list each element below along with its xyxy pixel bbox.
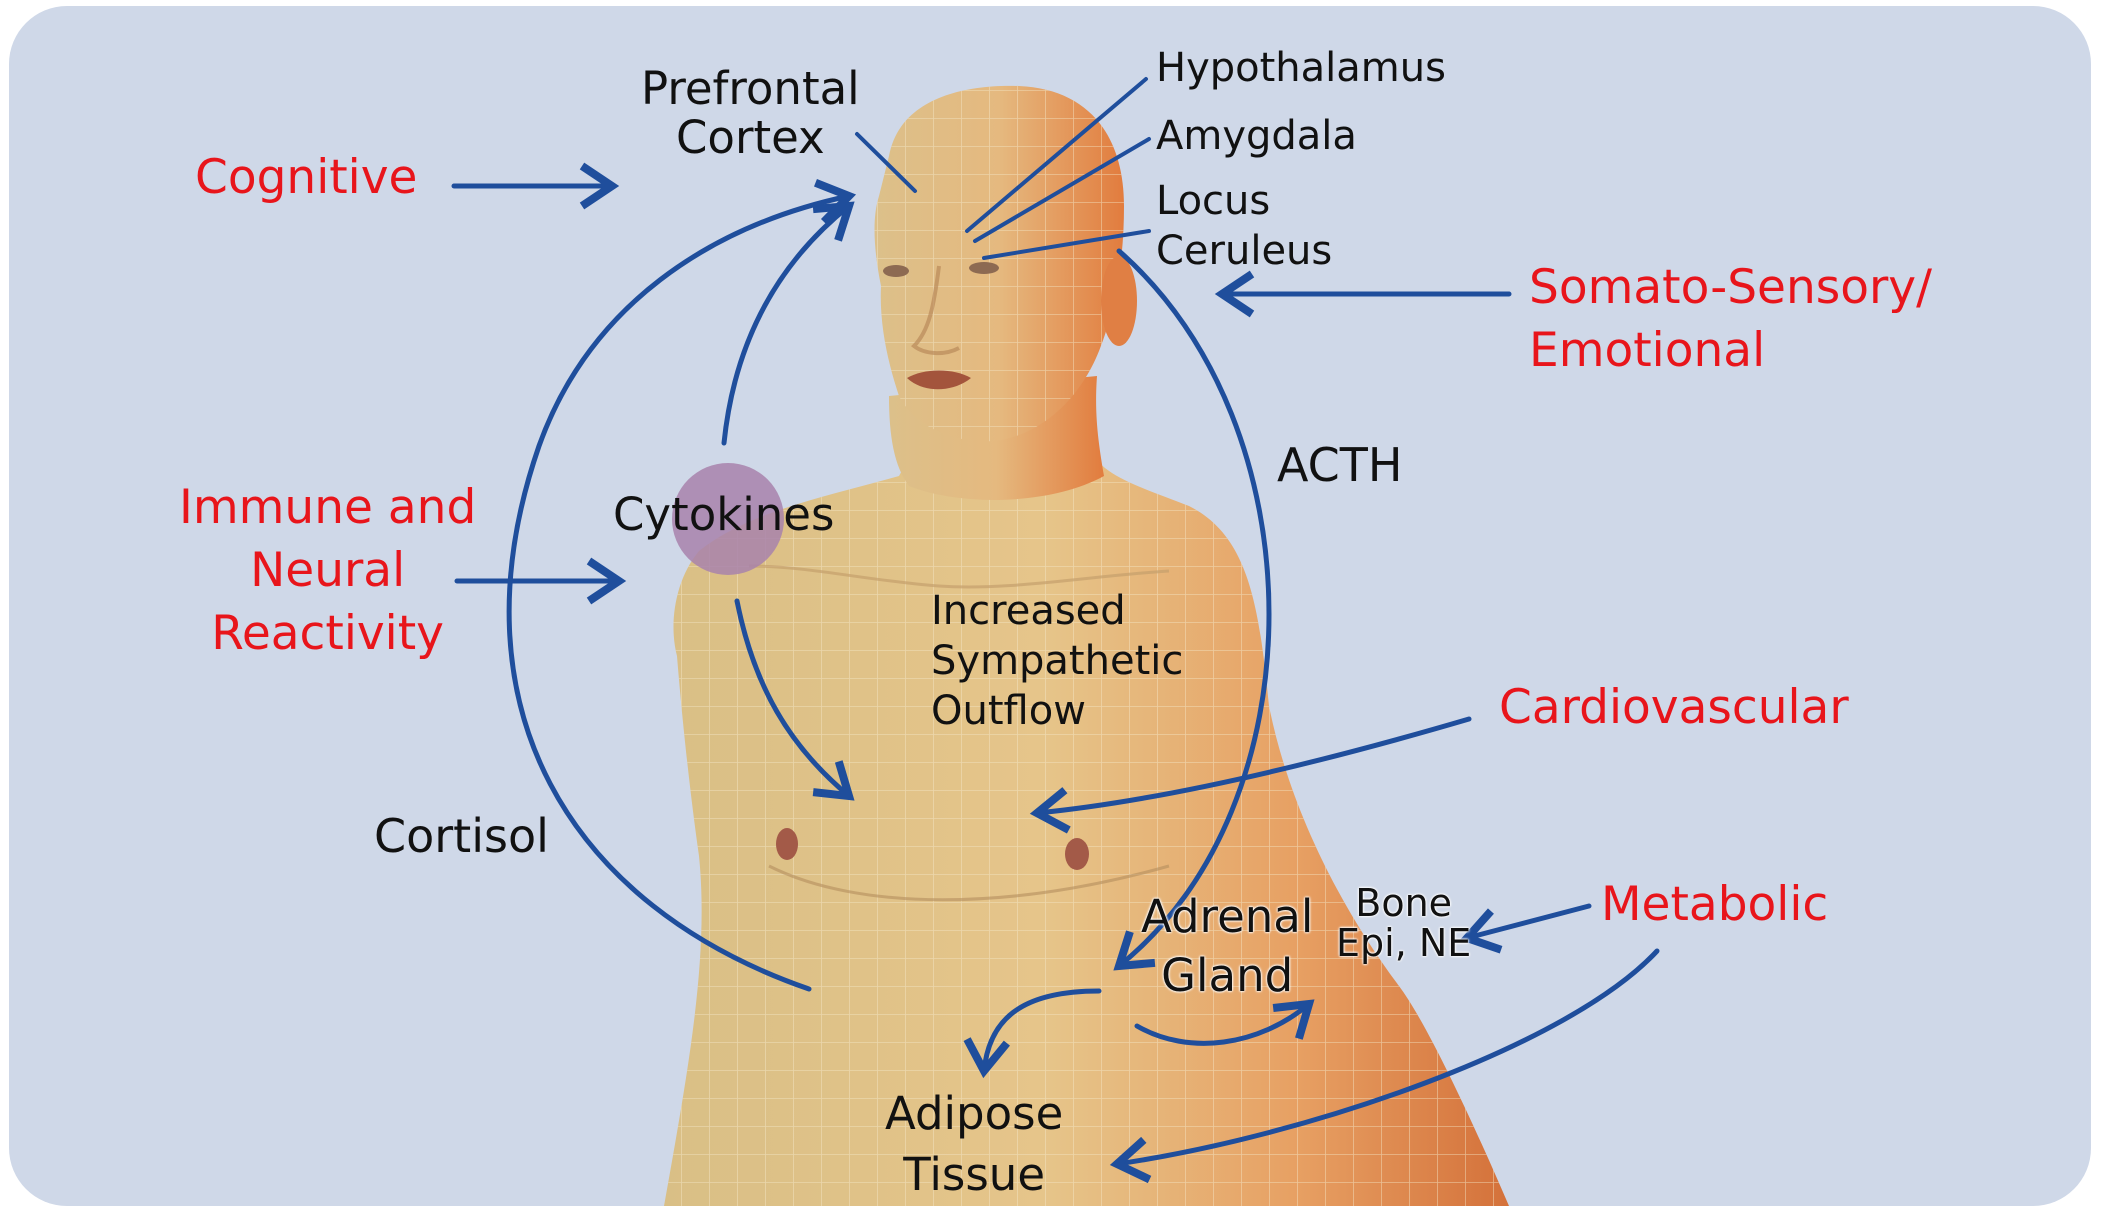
ear-shape: [1101, 256, 1137, 346]
hypothalamus-label: Hypothalamus: [1156, 48, 1446, 88]
immune-line-1: Immune and: [179, 484, 476, 531]
locus-ceruleus-label: Locus Ceruleus: [1156, 181, 1332, 271]
prefrontal-line-2: Cortex: [641, 115, 860, 160]
locus-line-2: Ceruleus: [1156, 231, 1332, 271]
adipose-line-2: Tissue: [885, 1152, 1063, 1197]
somato-line-1: Somato-Sensory/: [1529, 264, 1932, 311]
sympathetic-line-2: Sympathetic: [931, 641, 1183, 681]
right-nipple: [1065, 838, 1089, 870]
somato-sensory-label: Somato-Sensory/ Emotional: [1529, 264, 1932, 374]
diagram-frame: Prefrontal Cortex Hypothalamus Amygdala …: [9, 6, 2091, 1206]
cardiovascular-label: Cardiovascular: [1499, 684, 1849, 731]
immune-neural-label: Immune and Neural Reactivity: [179, 484, 476, 657]
right-eye: [969, 262, 999, 274]
metabolic-label: Metabolic: [1601, 881, 1828, 928]
left-nipple: [776, 828, 798, 860]
sympathetic-line-3: Outflow: [931, 691, 1183, 731]
immune-line-3: Reactivity: [179, 610, 476, 657]
amygdala-label: Amygdala: [1156, 116, 1357, 156]
bone-line-1: Bone: [1336, 884, 1471, 922]
adipose-line-1: Adipose: [885, 1091, 1063, 1136]
cognitive-label: Cognitive: [195, 154, 417, 201]
sympathetic-line-1: Increased: [931, 591, 1183, 631]
somato-line-2: Emotional: [1529, 327, 1932, 374]
increased-sympathetic-label: Increased Sympathetic Outflow: [931, 591, 1183, 731]
cortisol-label: Cortisol: [374, 813, 549, 859]
prefrontal-line-1: Prefrontal: [641, 66, 860, 111]
adipose-tissue-label: Adipose Tissue: [885, 1091, 1063, 1197]
arrow-metabolic-bone: [1467, 906, 1589, 938]
adrenal-line-1: Adrenal: [1141, 894, 1313, 939]
adrenal-line-2: Gland: [1141, 953, 1313, 998]
adrenal-gland-label: Adrenal Gland: [1141, 894, 1313, 998]
left-eye: [883, 265, 909, 277]
immune-line-2: Neural: [179, 547, 476, 594]
arrow-cytokines-up: [724, 206, 849, 443]
cytokines-label: Cytokines: [613, 492, 834, 537]
locus-line-1: Locus: [1156, 181, 1332, 221]
bone-label: Bone Epi, NE: [1336, 884, 1471, 962]
bone-line-2: Epi, NE: [1336, 924, 1471, 962]
prefrontal-cortex-label: Prefrontal Cortex: [641, 66, 860, 160]
acth-label: ACTH: [1277, 442, 1402, 488]
